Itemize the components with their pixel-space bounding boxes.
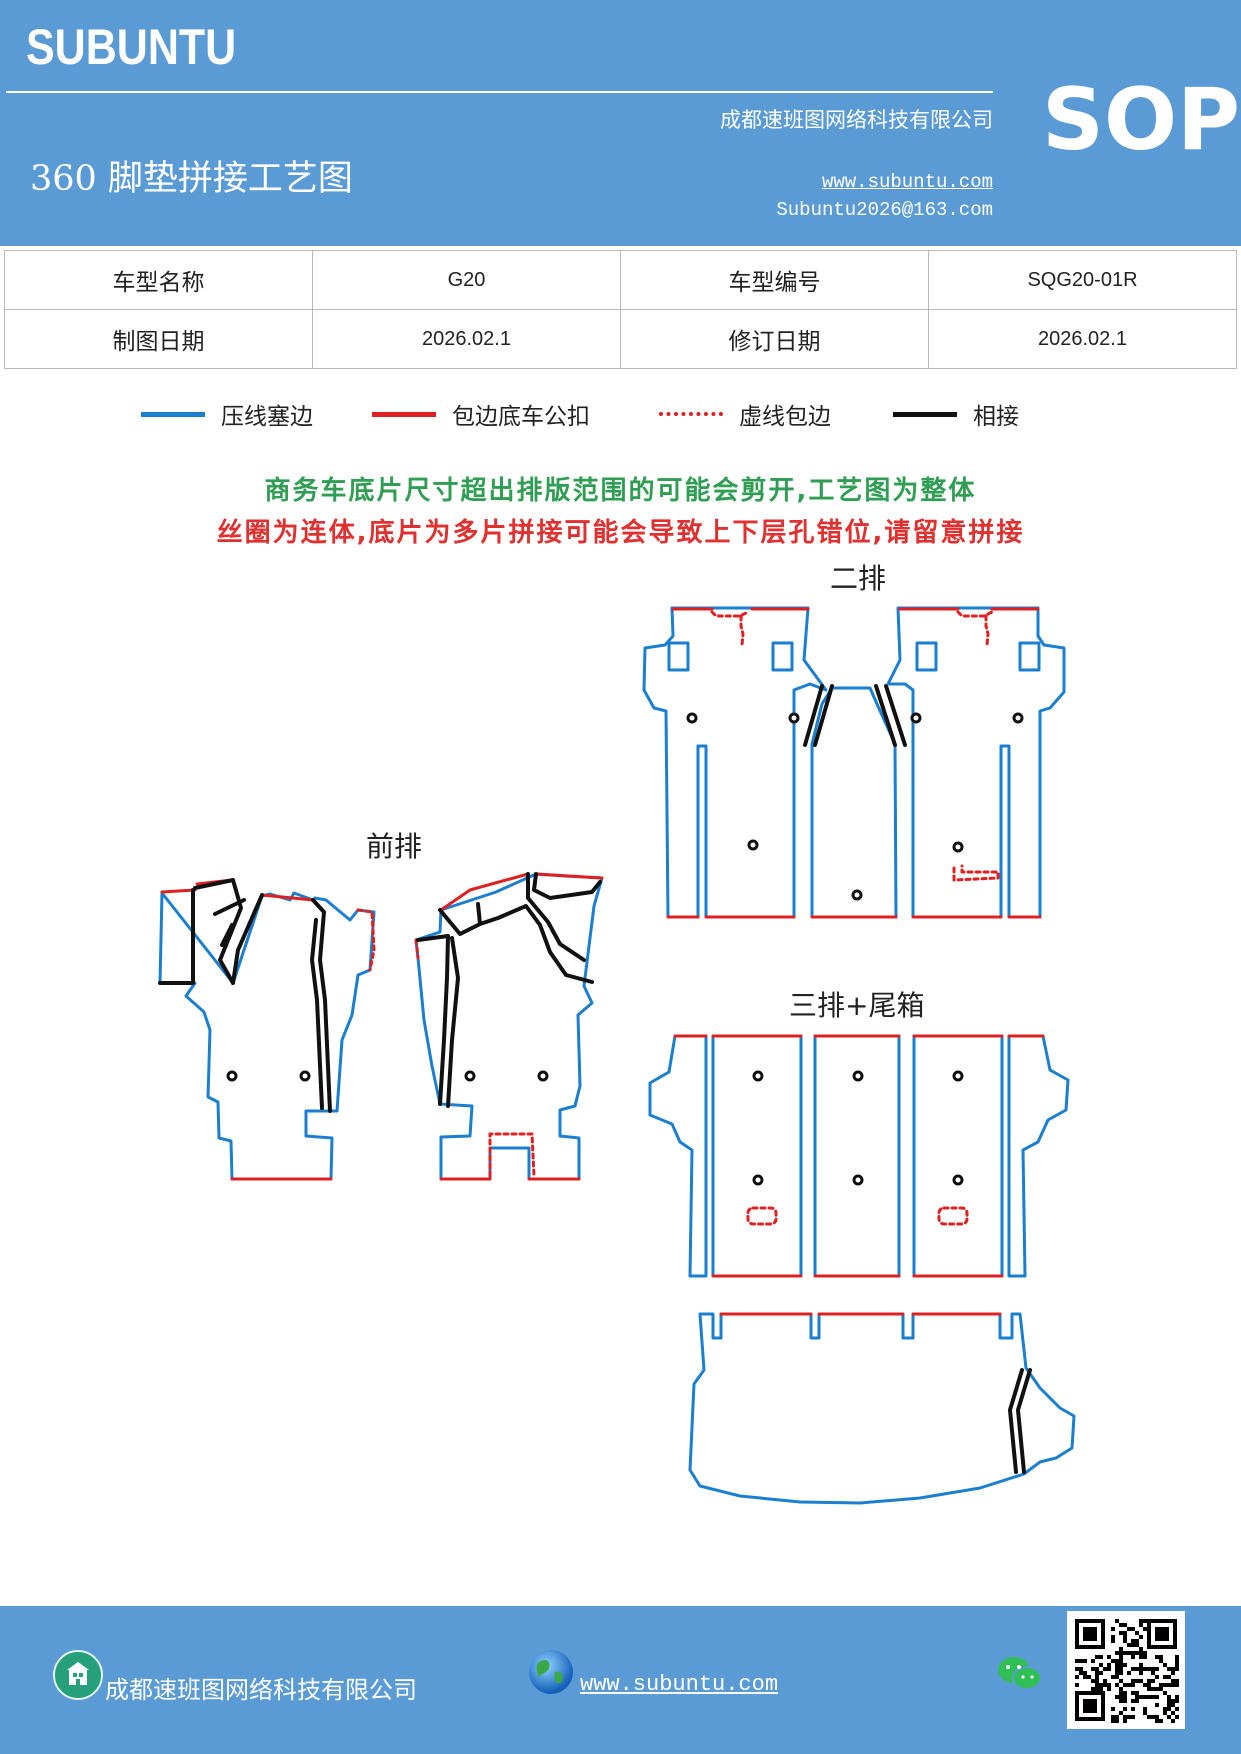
- legend-label: 相接: [973, 404, 1019, 430]
- legend-label: 虚线包边: [739, 404, 831, 430]
- second-row-hole: [788, 712, 800, 724]
- footer-company: 成都速班图网络科技有限公司: [105, 1676, 417, 1704]
- blue-line-swatch: [141, 411, 205, 417]
- notice-line-1: 商务车底片尺寸超出排版范围的可能会剪开,工艺图为整体: [264, 476, 977, 506]
- section-label-front-row: 前排: [366, 830, 423, 863]
- second-row-mats: [642, 606, 1066, 919]
- company-name: 成都速班图网络科技有限公司: [720, 108, 993, 132]
- second-row-left-slot: [771, 641, 794, 672]
- section-label-third-row: 三排+尾箱: [789, 989, 925, 1022]
- footer-website-link[interactable]: www.subuntu.com: [580, 1672, 779, 1697]
- legend-item-joint: 相接: [893, 394, 1019, 434]
- revise-date-value: 2026.02.1: [928, 309, 1237, 369]
- front-row-right-red-top: [439, 872, 604, 912]
- legend-label: 包边底车公扣: [452, 404, 590, 430]
- second-row-right-dotted-notch: [956, 610, 994, 647]
- trunk-mat-outline: [688, 1312, 1076, 1505]
- front-row-hole: [226, 1070, 238, 1082]
- third-row-mats: [648, 1034, 1070, 1278]
- front-row-left-joints: [158, 878, 332, 1113]
- revise-date-label: 修订日期: [620, 309, 929, 369]
- header-divider: [6, 91, 993, 93]
- second-row-right-slot: [915, 641, 938, 672]
- second-row-hole: [910, 712, 922, 724]
- second-row-left-mat: [642, 606, 828, 919]
- front-row-hole: [537, 1070, 549, 1082]
- second-row-hole: [851, 889, 863, 901]
- second-row-right-dotted-patch: [952, 864, 1000, 882]
- table-row: 车型名称 G20 车型编号 SQG20-01R: [4, 250, 1237, 310]
- third-row-dotted-cutout: [937, 1206, 969, 1226]
- third-row-hole: [752, 1174, 764, 1186]
- building-icon: [53, 1650, 103, 1700]
- black-line-swatch: [893, 411, 957, 417]
- front-row-right-dotted-side: [414, 938, 420, 960]
- second-row-left-joint: [803, 684, 834, 747]
- third-row-hole: [952, 1174, 964, 1186]
- second-row-hole: [747, 839, 759, 851]
- second-row-left-slot: [667, 641, 690, 672]
- legend-label: 压线塞边: [221, 404, 313, 430]
- third-row-hole: [952, 1070, 964, 1082]
- second-row-hole: [1012, 712, 1024, 724]
- third-row-hole: [752, 1070, 764, 1082]
- website-link[interactable]: www.subuntu.com: [821, 171, 993, 193]
- qr-code: [1067, 1611, 1185, 1729]
- third-row-panel-edges: [711, 1034, 1004, 1278]
- third-row-hole: [852, 1070, 864, 1082]
- second-row-hole: [952, 841, 964, 853]
- second-row-right-slot: [1018, 641, 1041, 672]
- second-row-center-mat: [810, 686, 898, 919]
- dotted-line-swatch: [659, 412, 723, 416]
- red-line-swatch: [372, 411, 436, 417]
- notice-line-2: 丝圈为连体,底片为多片拼接可能会导致上下层孔错位,请留意拼接: [216, 518, 1025, 548]
- draw-date-label: 制图日期: [4, 309, 313, 369]
- third-row-left-wing: [648, 1034, 708, 1278]
- model-code-value: SQG20-01R: [928, 250, 1237, 310]
- legend-item-dotted-edge: 虚线包边: [659, 394, 831, 434]
- wechat-icon: [996, 1654, 1044, 1694]
- brand-logo: SUBUNTU: [26, 19, 237, 75]
- email-address[interactable]: Subuntu2026@163.com: [776, 199, 993, 221]
- front-row-left-dotted-side: [356, 908, 376, 972]
- trunk-mat-joint: [1008, 1368, 1032, 1474]
- second-row-right-joint: [874, 684, 907, 747]
- model-name-value: G20: [312, 250, 621, 310]
- header-banner: SUBUNTU 成都速班图网络科技有限公司 SOP 360 脚垫拼接工艺图 ww…: [0, 0, 1241, 246]
- front-row-mats: [158, 872, 604, 1181]
- model-name-label: 车型名称: [4, 250, 313, 310]
- table-row: 制图日期 2026.02.1 修订日期 2026.02.1: [4, 309, 1237, 369]
- front-row-right-dotted-notch: [488, 1132, 536, 1178]
- third-row-hole: [852, 1174, 864, 1186]
- front-row-hole: [464, 1070, 476, 1082]
- section-label-second-row: 二排: [830, 562, 887, 595]
- sop-badge: SOP: [1042, 70, 1241, 170]
- legend-item-press-line: 压线塞边: [141, 394, 313, 434]
- front-row-hole: [299, 1070, 311, 1082]
- front-row-left-mat: [158, 891, 376, 1181]
- third-row-dotted-cutout: [746, 1206, 778, 1226]
- legend-item-red-edge: 包边底车公扣: [372, 394, 590, 434]
- front-row-right-joints: [416, 872, 602, 1108]
- third-row-right-wing: [1007, 1034, 1070, 1278]
- document-title: 360 脚垫拼接工艺图: [30, 159, 353, 199]
- globe-icon: [529, 1650, 573, 1694]
- trunk-mat: [688, 1312, 1076, 1505]
- draw-date-value: 2026.02.1: [312, 309, 621, 369]
- info-table: 车型名称 G20 车型编号 SQG20-01R 制图日期 2026.02.1 修…: [4, 250, 1237, 369]
- second-row-left-dotted-notch: [710, 610, 750, 647]
- model-code-label: 车型编号: [620, 250, 929, 310]
- second-row-hole: [686, 712, 698, 724]
- footer-bar: 成都速班图网络科技有限公司 www.subuntu.com: [0, 1606, 1241, 1754]
